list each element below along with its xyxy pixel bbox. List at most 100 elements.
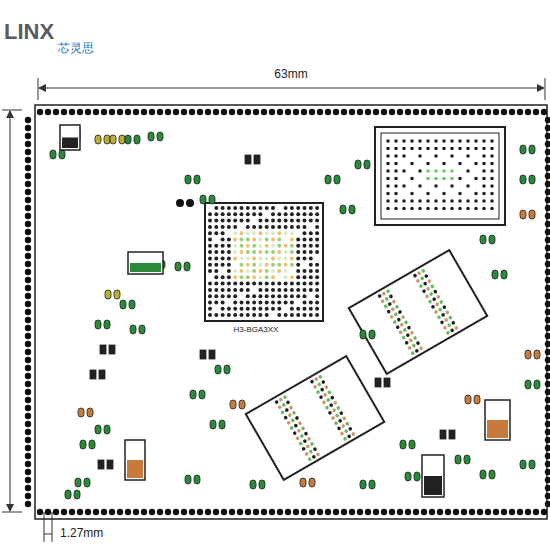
smd-pad [100, 345, 106, 354]
bga-ball [214, 288, 218, 292]
edge-pad [213, 509, 219, 515]
bga-ball [252, 212, 256, 216]
bga-ball [233, 206, 237, 210]
edge-pad [545, 221, 550, 227]
bga-ball [227, 256, 231, 260]
edge-pad [269, 509, 275, 515]
bga-ball [290, 256, 294, 260]
edge-pad [25, 205, 31, 211]
bga-ball [277, 282, 281, 286]
bga-ball [246, 212, 250, 216]
smd-pad [325, 175, 331, 184]
bga-ball [208, 238, 212, 242]
bga-ball [265, 231, 269, 235]
edge-pad [25, 197, 31, 203]
bga-ball [252, 307, 256, 311]
edge-pad [545, 325, 550, 331]
edge-pad [213, 109, 219, 115]
edge-pad [25, 381, 31, 387]
emmc-ball [410, 192, 414, 196]
bga-ball [303, 231, 307, 235]
bga-ball [290, 225, 294, 229]
emmc-chip [375, 127, 505, 225]
emmc-ball [394, 139, 398, 143]
edge-pad [545, 237, 550, 243]
bga-ball [284, 294, 288, 298]
edge-pad [25, 229, 31, 235]
emmc-ball [386, 207, 390, 211]
ddr-ball [440, 320, 445, 325]
bga-ball [277, 294, 281, 298]
bga-ball [246, 263, 250, 267]
bga-ball [233, 244, 237, 248]
edge-pad [253, 509, 259, 515]
emmc-ball [482, 154, 486, 158]
bga-ball [246, 225, 250, 229]
smd-pad [384, 378, 390, 387]
ddr-ball [427, 279, 432, 284]
edge-pad [341, 109, 347, 115]
smd-pad [230, 400, 236, 409]
edge-pad [545, 357, 550, 363]
emmc-ball [434, 147, 438, 151]
emmc-ball [402, 207, 406, 211]
edge-pad [25, 189, 31, 195]
bga-ball [284, 288, 288, 292]
edge-pad [509, 109, 515, 115]
bga-ball [214, 225, 218, 229]
bga-ball [246, 313, 250, 317]
emmc-ball [490, 154, 494, 158]
ddr-ball [283, 395, 288, 400]
edge-pad [317, 109, 323, 115]
pcb-mark [176, 199, 184, 207]
bga-ball [258, 269, 262, 273]
ddr-ball [298, 421, 303, 426]
edge-pad [545, 197, 550, 203]
bga-ball [284, 256, 288, 260]
smd-pad [89, 440, 95, 449]
bga-ball [240, 206, 244, 210]
edge-pad [373, 109, 379, 115]
ddr-ball [345, 421, 350, 426]
edge-pad [25, 261, 31, 267]
edge-pad [117, 509, 123, 515]
edge-pad [25, 309, 31, 315]
smd-pad [90, 370, 96, 379]
smd-pad [480, 235, 486, 244]
bga-ball [265, 288, 269, 292]
large-component-pad [424, 476, 442, 495]
bga-ball [208, 225, 212, 229]
edge-pad [25, 341, 31, 347]
edge-pad [397, 509, 403, 515]
bga-ball [208, 244, 212, 248]
emmc-ball [482, 192, 486, 196]
ddr-ball [333, 400, 338, 405]
edge-pad [109, 509, 115, 515]
edge-pad [37, 509, 43, 515]
smd-pad [104, 425, 110, 434]
edge-pad [141, 509, 147, 515]
bga-ball [303, 275, 307, 279]
bga-ball [296, 294, 300, 298]
bga-ball [208, 282, 212, 286]
edge-pad [25, 397, 31, 403]
emmc-ball [442, 199, 446, 203]
bga-ball [277, 313, 281, 317]
bga-ball [271, 212, 275, 216]
edge-pad [545, 469, 550, 475]
edge-pad [25, 117, 31, 123]
smd-pad [74, 490, 80, 499]
bga-ball [265, 244, 269, 248]
bga-ball [277, 219, 281, 223]
edge-pad [229, 109, 235, 115]
emmc-ball [426, 162, 430, 166]
ddr-ball [392, 299, 397, 304]
edge-pad [25, 421, 31, 427]
bga-ball [214, 263, 218, 267]
ddr-ball [329, 403, 334, 408]
bga-ball [233, 269, 237, 273]
bga-ball [315, 313, 319, 317]
bga-ball [315, 238, 319, 242]
ddr-ball [389, 294, 394, 299]
ddr-ball [311, 454, 316, 459]
